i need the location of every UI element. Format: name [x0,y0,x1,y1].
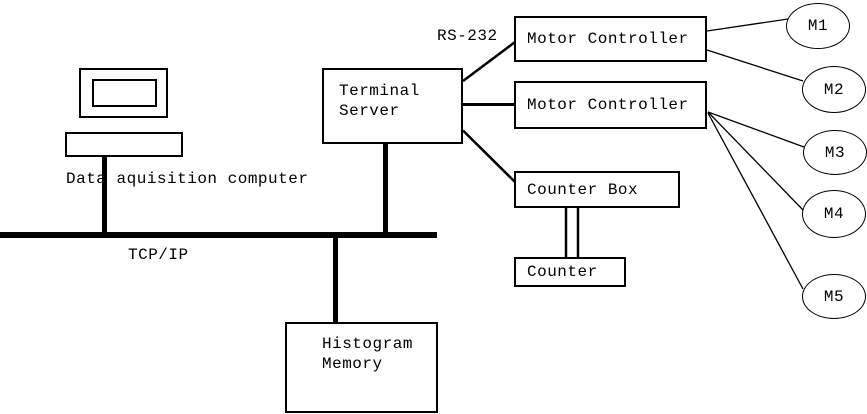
tcp-ip-label: TCP/IP [128,246,189,264]
motor-m5-label: M5 [823,287,845,306]
computer-screen-icon [92,79,157,107]
motor-controller-1-label: Motor Controller [527,30,689,48]
motor-m1-node: M1 [786,3,850,49]
motor-m2-label: M2 [823,80,845,99]
connector-terminal-server-to-motor-controller-1 [462,41,516,82]
counter-node: Counter [514,257,626,287]
terminal-server-bus-drop-line [383,143,388,233]
computer-bus-drop-line [102,156,107,233]
counter-box-label: Counter Box [527,180,639,199]
motor-m1-label: M1 [807,17,829,35]
tcp-ip-bus-line [0,232,437,238]
counter-label: Counter [527,263,598,281]
motor-m3-node: M3 [803,130,867,175]
motor-m2-node: M2 [802,66,866,113]
motor-controller-2-node: Motor Controller [514,81,707,129]
connector-motor-controller-2-to-m4 [707,111,804,211]
motor-m3-label: M3 [824,143,846,162]
histogram-memory-node: Histogram Memory [285,322,438,413]
connector-motor-controller-1-to-m1 [706,18,789,32]
terminal-server-label: Terminal Server [339,82,420,120]
histogram-memory-bus-drop-line [333,236,338,324]
motor-m4-node: M4 [802,190,866,238]
motor-m4-label: M4 [823,205,845,223]
connector-terminal-server-to-counter-box [462,129,516,183]
computer-keyboard-icon [65,132,183,157]
motor-controller-1-node: Motor Controller [514,16,707,62]
rs-232-label: RS-232 [437,27,498,45]
connector-motor-controller-2-to-m5 [707,112,804,290]
histogram-memory-label: Histogram Memory [322,335,413,373]
data-acquisition-computer-label: Data aquisition computer [66,170,309,188]
motor-m5-node: M5 [802,274,866,319]
counter-box-node: Counter Box [514,171,680,208]
connector-motor-controller-1-to-m2 [706,49,804,82]
terminal-server-node: Terminal Server [322,68,463,144]
connector-motor-controller-2-to-m3 [707,111,805,148]
motor-controller-2-label: Motor Controller [527,96,689,114]
